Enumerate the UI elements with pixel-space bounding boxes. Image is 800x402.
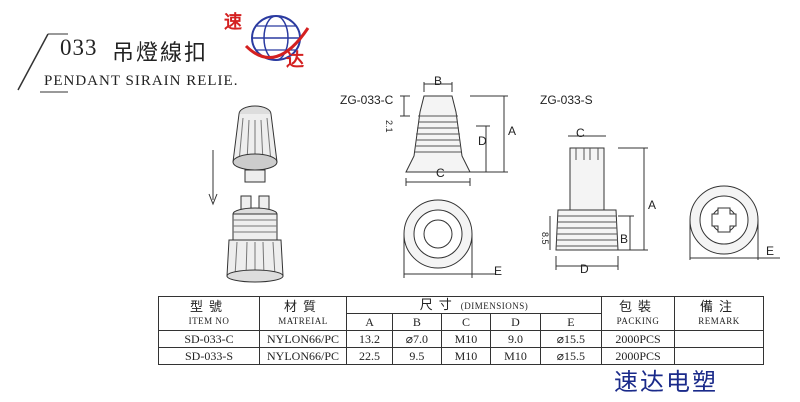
header-remark-en: REMARK xyxy=(698,315,740,326)
cell-item: SD-033-C xyxy=(158,330,260,348)
cell-a: 13.2 xyxy=(345,330,394,348)
dim-e-s: E xyxy=(766,244,775,258)
header-dim-d: D xyxy=(490,313,541,331)
header-dim-cn: 尺寸 xyxy=(419,296,458,312)
cell-item: SD-033-S xyxy=(158,347,260,365)
col-material: 材質 MATREIAL xyxy=(259,296,347,331)
cell-c: M10 xyxy=(440,347,492,365)
header-material-en: MATREIAL xyxy=(278,315,328,326)
dim-c-s: C xyxy=(576,126,585,140)
base-part xyxy=(226,195,284,283)
table-subheader-row: A B C D E xyxy=(159,313,764,331)
col-remark: 備注 REMARK xyxy=(674,296,764,331)
assembly-drawing xyxy=(208,105,284,283)
company-logo: 速 达 xyxy=(222,6,312,71)
header-dim-a: A xyxy=(345,313,394,331)
cell-packing: 2000PCS xyxy=(601,347,675,365)
drawing-label-s: ZG-033-S xyxy=(540,93,593,107)
cap-part xyxy=(232,105,278,183)
dim-e-c: E xyxy=(494,264,503,278)
col-dimensions: 尺寸 (DIMENSIONS) xyxy=(346,296,602,314)
header-packing-cn: 包裝 xyxy=(618,298,657,314)
table-row: SD-033-S NYLON66/PC 22.5 9.5 M10 M10 ⌀15… xyxy=(158,347,764,365)
dim-d-s: D xyxy=(580,262,589,276)
company-name: 速达电塑 xyxy=(614,368,718,396)
dim-85-s: 8.5 xyxy=(540,232,550,245)
dim-d-c: D xyxy=(478,134,487,148)
logo-text-top: 速 xyxy=(224,12,242,33)
cell-b: 9.5 xyxy=(392,347,442,365)
cell-a: 22.5 xyxy=(345,347,394,365)
drawing-c-top xyxy=(403,199,496,278)
header-item-en: ITEM NO xyxy=(188,315,230,326)
header-dim-e: E xyxy=(539,313,603,331)
header-dim-c: C xyxy=(440,313,492,331)
spec-table: 型號 ITEM NO 材質 MATREIAL 尺寸 (DIMENSIONS) 包… xyxy=(158,296,764,365)
cell-remark xyxy=(674,347,764,365)
model-number: 033 xyxy=(60,35,98,60)
cell-material: NYLON66/PC xyxy=(259,347,347,365)
header-item-cn: 型號 xyxy=(189,298,228,314)
globe-logo-icon xyxy=(244,15,310,61)
header-packing-en: PACKING xyxy=(616,315,660,326)
dim-b-c: B xyxy=(434,74,443,88)
header-dim-en: (DIMENSIONS) xyxy=(460,300,529,311)
header-remark-cn: 備注 xyxy=(699,298,738,314)
drawing-label-c: ZG-033-C xyxy=(340,93,394,107)
cell-b: ⌀7.0 xyxy=(392,330,442,348)
dim-a-c: A xyxy=(508,124,517,138)
drawing-c-side xyxy=(400,82,508,186)
col-packing: 包裝 PACKING xyxy=(601,296,675,331)
drawing-s-side xyxy=(549,135,648,270)
dim-a-s: A xyxy=(648,198,657,212)
col-item: 型號 ITEM NO xyxy=(158,296,260,331)
cell-d: 9.0 xyxy=(490,330,541,348)
cell-remark xyxy=(674,330,764,348)
table-row: SD-033-C NYLON66/PC 13.2 ⌀7.0 M10 9.0 ⌀1… xyxy=(158,330,764,348)
cell-e: ⌀15.5 xyxy=(539,330,603,348)
cell-c: M10 xyxy=(440,330,492,348)
header-slash xyxy=(17,33,68,93)
dim-b-s: B xyxy=(620,232,629,246)
cell-material: NYLON66/PC xyxy=(259,330,347,348)
cell-e: ⌀15.5 xyxy=(539,347,603,365)
header-dim-b: B xyxy=(392,313,442,331)
table-header-row: 型號 ITEM NO 材質 MATREIAL 尺寸 (DIMENSIONS) 包… xyxy=(158,296,764,331)
dim-21-c: 2.1 xyxy=(384,120,394,133)
drawing-s-top xyxy=(689,185,780,260)
product-title-en: PENDANT SIRAIN RELIE. xyxy=(44,73,239,89)
header-material-cn: 材質 xyxy=(283,298,322,314)
cell-packing: 2000PCS xyxy=(601,330,675,348)
dim-c-c: C xyxy=(436,166,445,180)
product-title-cn: 吊燈線扣 xyxy=(112,40,209,65)
cell-d: M10 xyxy=(490,347,541,365)
logo-text-bottom: 达 xyxy=(286,50,304,71)
